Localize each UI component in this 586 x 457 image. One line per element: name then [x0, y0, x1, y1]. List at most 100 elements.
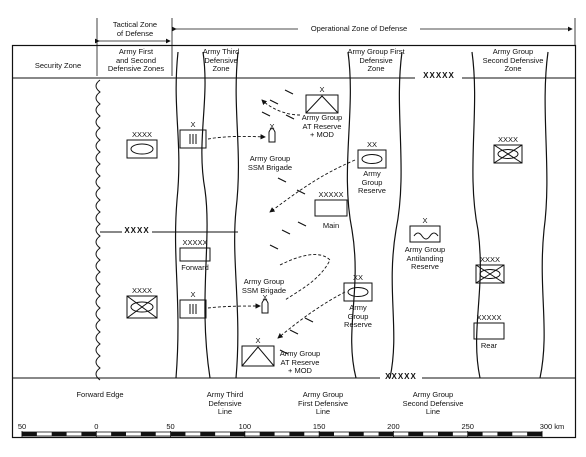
- ag-second-line-rear: [539, 51, 549, 379]
- tactical-zone-line2: of Defense: [116, 28, 154, 38]
- unit-line: Army: [349, 303, 367, 312]
- scale-segment: [170, 432, 186, 436]
- front-boundary-mark-bottom: XXXXX: [385, 372, 417, 381]
- antilanding-symbol: [409, 225, 441, 243]
- ag-reserve-symbol-bottom: [343, 282, 373, 302]
- scale-tick-label: 0: [94, 422, 99, 431]
- tactical-zone-label: Tactical Zone of Defense: [100, 20, 170, 38]
- unit-line: Army: [363, 169, 381, 178]
- zones-line: Defensive: [204, 55, 238, 65]
- unit-line: SSM Brigade: [247, 162, 293, 172]
- main-label: Main: [322, 221, 340, 230]
- distance-scale-bar: [21, 431, 543, 437]
- scale-segment: [378, 432, 394, 436]
- zones-line: Second Defensive: [482, 55, 544, 65]
- scale-segment: [22, 432, 37, 436]
- at-reserve-label-top: Army Group AT Reserve + MOD: [292, 113, 352, 140]
- army-third-line-rear: [234, 51, 240, 379]
- ag-first-line-rear: [389, 51, 403, 379]
- security-zone-label: Security Zone: [34, 61, 82, 70]
- frame: [11, 44, 577, 439]
- scale-segment: [51, 432, 67, 436]
- echelon-label: X: [190, 290, 196, 299]
- scale-segment: [527, 432, 542, 436]
- echelon-label: XXXX: [479, 255, 500, 264]
- army-third-zone-label: Army Third Defensive Zone: [186, 47, 256, 74]
- zones-line: Army Group: [492, 47, 534, 56]
- obstacle-ticks: [261, 89, 314, 355]
- scale-segment: [259, 432, 275, 436]
- scale-tick-label: 50: [166, 422, 175, 431]
- ag-reserve-label-top: Army Group Reserve: [352, 169, 392, 196]
- antilanding-reserve-label: Army Group Antilanding Reserve: [396, 245, 454, 272]
- scale-bar-segments: [21, 431, 543, 437]
- line-label: Army Group: [302, 390, 344, 399]
- ag-second-line-label: Army Group Second Defensive Line: [390, 390, 476, 417]
- unit-line: Reserve: [344, 320, 372, 329]
- unit-line: AT Reserve: [302, 121, 342, 131]
- unit-line: SSM Brigade: [241, 285, 287, 295]
- forward-edge-line: [95, 79, 101, 381]
- scale-tick-label: 250: [461, 422, 474, 431]
- front-boundary-mark-top: XXXXX: [423, 71, 455, 80]
- zones-line: Zone: [504, 64, 522, 73]
- echelon-label: XXXXX: [182, 238, 208, 247]
- main-command-symbol: [314, 199, 348, 217]
- echelon-label: X: [262, 293, 268, 302]
- army-third-line-label: Army Third Defensive Line: [196, 390, 254, 417]
- rear-label: Rear: [480, 341, 498, 350]
- army-first-second-zones-label: Army First and Second Defensive Zones: [100, 47, 172, 74]
- brigade-symbol-bottom: [179, 299, 207, 319]
- at-reserve-label-bottom: Army Group AT Reserve + MOD: [270, 349, 330, 376]
- army-first-zone-rear-line: [174, 51, 180, 379]
- unit-line: Army Group: [301, 113, 343, 122]
- unit-line: Group: [361, 177, 383, 187]
- line-label: Line: [425, 407, 441, 416]
- scale-segment: [348, 432, 364, 436]
- army-boundary-mark: XXXX: [124, 226, 150, 235]
- ssm-brigade-label-bottom: Army Group SSM Brigade: [234, 277, 294, 295]
- ag-first-line-label: Army Group First Defensive Line: [284, 390, 362, 417]
- line-label: First Defensive: [297, 398, 348, 408]
- unit-line: Group: [347, 311, 369, 321]
- zones-line: Defensive Zones: [107, 64, 165, 73]
- line-label: Line: [217, 407, 233, 416]
- scale-tick-label: 150: [312, 422, 326, 431]
- line-label: Line: [315, 407, 331, 416]
- army-symbol-bottom: [126, 295, 158, 319]
- unit-line: Antilanding: [406, 253, 444, 263]
- forward-label: Forward: [181, 263, 209, 272]
- echelon-label: X: [269, 122, 275, 131]
- ssm-icon-top: [268, 128, 276, 143]
- scale-tick-label: 300 km: [539, 422, 565, 431]
- echelon-label: XXXXX: [318, 190, 344, 199]
- ag-second-line-front: [471, 51, 481, 379]
- line-label: Second Defensive: [402, 398, 464, 408]
- forward-edge-label: Forward Edge: [76, 390, 124, 399]
- at-reserve-symbol-top: [305, 94, 339, 114]
- scale-segment: [230, 432, 245, 436]
- unit-line: + MOD: [310, 130, 334, 139]
- header-dividers: [96, 45, 173, 76]
- unit-line: Reserve: [411, 262, 439, 271]
- ag-reserve-symbol-top: [357, 149, 387, 169]
- rear-command-symbol: [473, 322, 505, 340]
- army-symbol-top: [126, 139, 158, 159]
- scale-segment: [467, 432, 483, 436]
- ag-second-zone-label: Army Group Second Defensive Zone: [474, 47, 552, 74]
- unit-line: Army Group: [243, 277, 285, 286]
- line-label: Army Group: [412, 390, 454, 399]
- scale-segment: [140, 432, 156, 436]
- zones-line: and Second: [115, 55, 157, 65]
- unit-line: Army Group: [404, 245, 446, 254]
- scale-tick-label: 100: [238, 422, 252, 431]
- ssm-brigade-label-top: Army Group SSM Brigade: [240, 154, 300, 172]
- operational-zone-label: Operational Zone of Defense: [310, 24, 408, 33]
- echelon-label: XXXX: [497, 135, 518, 144]
- echelon-label: XXXX: [131, 286, 152, 295]
- zones-line: Army Third: [202, 47, 240, 56]
- scale-segment: [289, 432, 305, 436]
- ag-reserve-label-bottom: Army Group Reserve: [338, 303, 378, 330]
- echelon-label: XX: [352, 273, 363, 282]
- zones-line: Zone: [212, 64, 230, 73]
